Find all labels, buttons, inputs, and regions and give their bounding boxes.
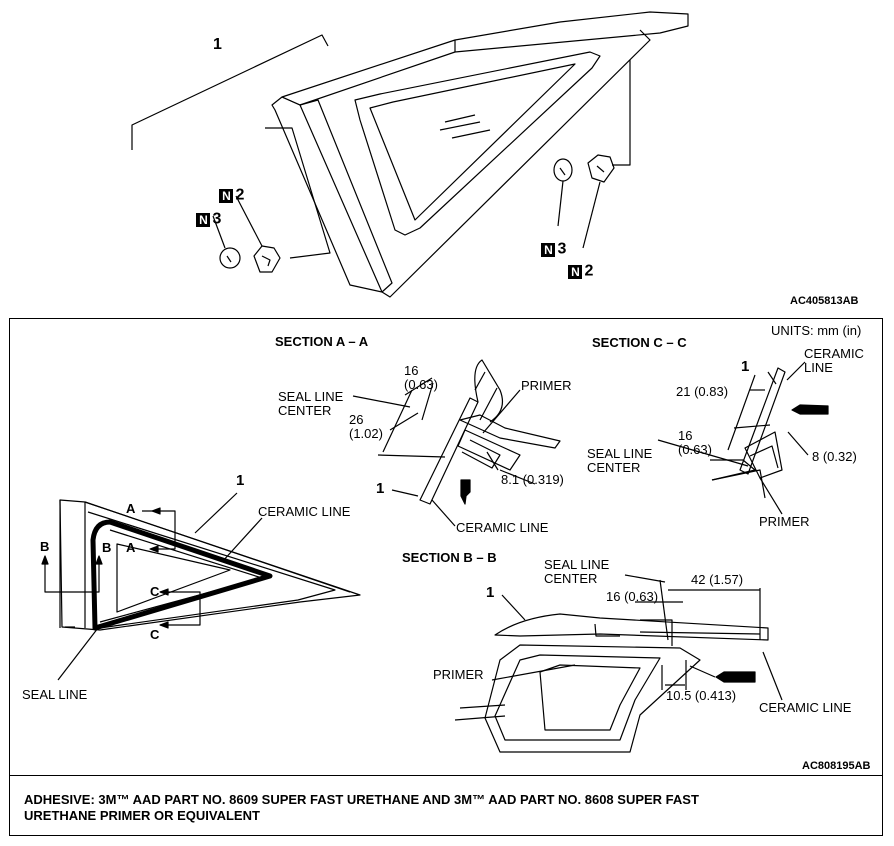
n-badge-icon: N <box>219 188 234 203</box>
adhesive-note-line1: ADHESIVE: 3M™ AAD PART NO. 8609 SUPER FA… <box>24 792 699 807</box>
n-badge-icon: N <box>196 212 211 227</box>
section-cc-title: SECTION C – C <box>592 335 687 350</box>
callout-n3-left-number: 3 <box>212 210 222 228</box>
overview-section-b-right: B <box>102 540 112 555</box>
overview-section-c-bottom: C <box>150 627 160 642</box>
section-bb-dim16: 16 (0.63) <box>606 589 659 604</box>
callout-1-top: 1 <box>213 36 222 53</box>
section-cc-dim21: 21 (0.83) <box>676 384 729 399</box>
section-cc-ceramic-line: CERAMIC LINE <box>804 346 864 375</box>
sections-panel <box>9 318 883 836</box>
units-label: UNITS: mm (in) <box>771 323 862 338</box>
n-badge-icon: N <box>568 264 583 279</box>
quarter-glass-overview <box>41 492 361 681</box>
overview-section-a-top: A <box>126 501 136 516</box>
n-badge-icon: N <box>541 242 556 257</box>
callout-n2-left-number: 2 <box>235 186 245 204</box>
adhesive-divider <box>9 775 883 776</box>
callout-n2-right-number: 2 <box>584 262 594 280</box>
figure-code-bottom: AC808195AB <box>802 760 871 772</box>
section-bb-ceramic-line: CERAMIC LINE <box>759 700 852 715</box>
section-bb-primer: PRIMER <box>433 667 484 682</box>
section-cc-callout-1: 1 <box>741 358 750 375</box>
quarter-glass-top-illustration <box>131 11 689 298</box>
section-cc-drawing <box>657 361 829 515</box>
section-bb-callout-1: 1 <box>486 584 495 601</box>
section-bb-dim42: 42 (1.57) <box>691 572 744 587</box>
overview-callout-1: 1 <box>236 472 245 489</box>
adhesive-note-line2: URETHANE PRIMER OR EQUIVALENT <box>24 808 260 823</box>
overview-section-c-top: C <box>150 584 160 599</box>
section-bb-dim105: 10.5 (0.413) <box>666 688 737 703</box>
section-aa-dim26: 26 (1.02) <box>349 412 383 441</box>
section-bb-drawing <box>454 574 783 753</box>
section-cc-dim8: 8 (0.32) <box>812 449 857 464</box>
section-bb-title: SECTION B – B <box>402 550 497 565</box>
section-aa-seal-line-center: SEAL LINE CENTER <box>278 389 344 418</box>
overview-ceramic-line-label: CERAMIC LINE <box>258 504 351 519</box>
section-cc-primer: PRIMER <box>759 514 810 529</box>
overview-section-b-left: B <box>40 539 50 554</box>
section-bb-seal-line-center: SEAL LINE CENTER <box>544 557 610 586</box>
section-aa-ceramic-line: CERAMIC LINE <box>456 520 549 535</box>
section-cc-dim16: 16 (0.63) <box>678 428 712 457</box>
overview-seal-line-label: SEAL LINE <box>22 687 88 702</box>
section-aa-primer: PRIMER <box>521 378 572 393</box>
section-aa-title: SECTION A – A <box>275 334 369 349</box>
section-aa-callout-1: 1 <box>376 480 385 497</box>
section-aa-dim81: 8.1 (0.319) <box>501 472 564 487</box>
section-cc-seal-line-center: SEAL LINE CENTER <box>587 446 653 475</box>
callout-n3-right-number: 3 <box>557 240 567 258</box>
section-aa-drawing <box>352 359 561 527</box>
figure-code-top: AC405813AB <box>790 295 859 307</box>
overview-section-a-bottom: A <box>126 540 136 555</box>
section-aa-dim16: 16 (0.63) <box>404 363 438 392</box>
